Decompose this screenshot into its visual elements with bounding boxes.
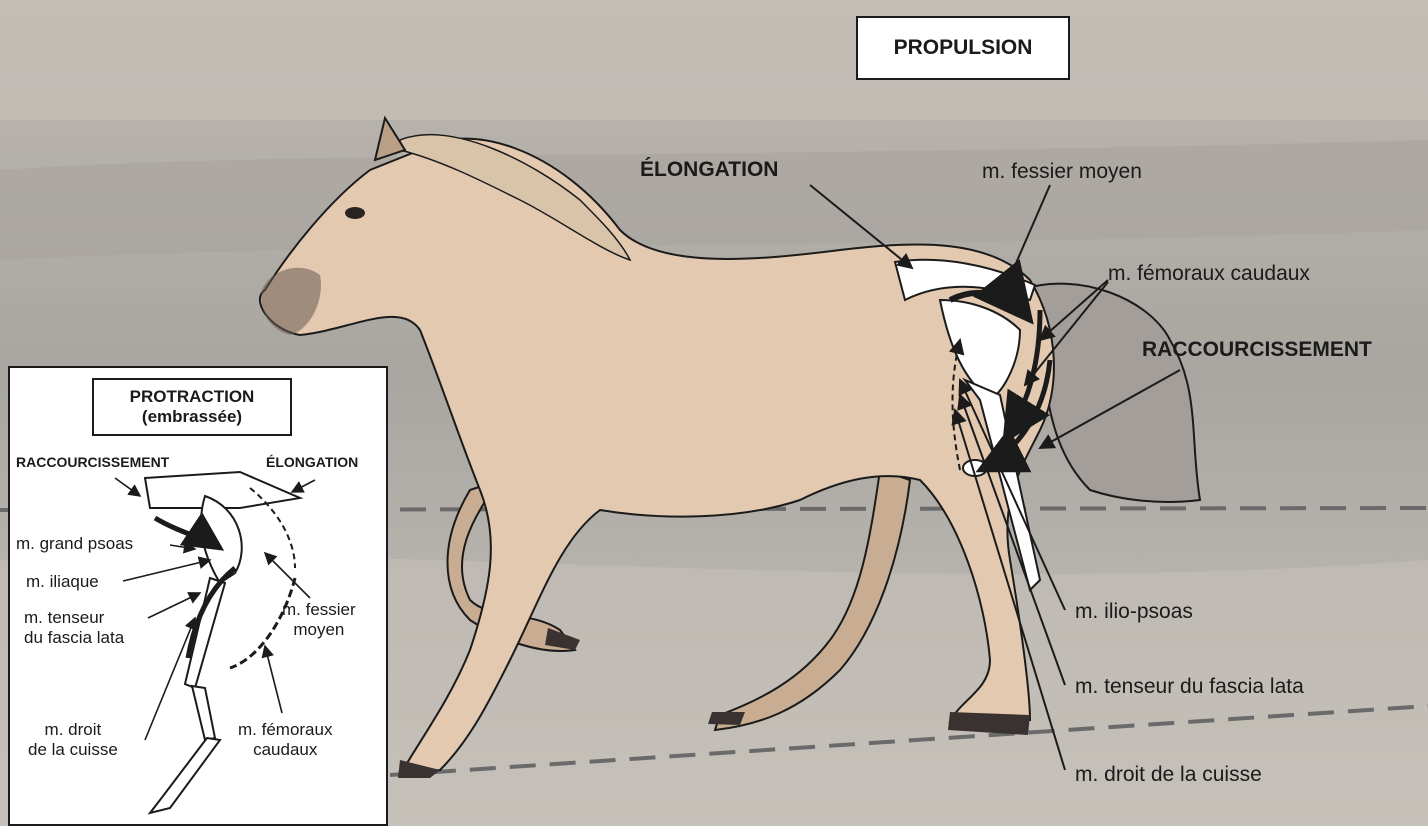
inset-label-femoraux-line2: caudaux	[238, 740, 332, 760]
label-femoraux-caudaux: m. fémoraux caudaux	[1108, 262, 1310, 286]
label-droit-cuisse: m. droit de la cuisse	[1075, 763, 1262, 787]
label-fessier-moyen: m. fessier moyen	[982, 160, 1142, 184]
protraction-title-line1: PROTRACTION	[130, 387, 255, 407]
inset-label-grand-psoas: m. grand psoas	[16, 534, 133, 554]
inset-label-tenseur-line2: du fascia lata	[24, 628, 124, 648]
inset-label-iliaque: m. iliaque	[26, 572, 99, 592]
label-ilio-psoas: m. ilio-psoas	[1075, 600, 1193, 624]
inset-label-elongation: ÉLONGATION	[266, 454, 358, 470]
protraction-title-line2: (embrassée)	[142, 407, 242, 427]
propulsion-title: PROPULSION	[856, 16, 1070, 80]
protraction-inset: PROTRACTION (embrassée) RACCOURCISSEMENT…	[8, 366, 388, 826]
label-elongation: ÉLONGATION	[640, 158, 778, 182]
inset-label-droit-line1: m. droit	[28, 720, 118, 740]
inset-label-droit-line2: de la cuisse	[28, 740, 118, 760]
label-tenseur-fascia-lata: m. tenseur du fascia lata	[1075, 675, 1304, 699]
inset-label-tenseur-line1: m. tenseur	[24, 608, 124, 628]
inset-label-fessier-line1: m. fessier	[282, 600, 356, 620]
inset-label-tenseur: m. tenseur du fascia lata	[24, 608, 124, 647]
label-raccourcissement: RACCOURCISSEMENT	[1142, 338, 1372, 362]
inset-label-femoraux: m. fémoraux caudaux	[238, 720, 332, 759]
inset-label-raccourcissement: RACCOURCISSEMENT	[16, 454, 169, 470]
protraction-title: PROTRACTION (embrassée)	[92, 378, 292, 436]
inset-label-femoraux-line1: m. fémoraux	[238, 720, 332, 740]
inset-label-fessier: m. fessier moyen	[282, 600, 356, 639]
inset-label-fessier-line2: moyen	[282, 620, 356, 640]
inset-label-droit: m. droit de la cuisse	[28, 720, 118, 759]
